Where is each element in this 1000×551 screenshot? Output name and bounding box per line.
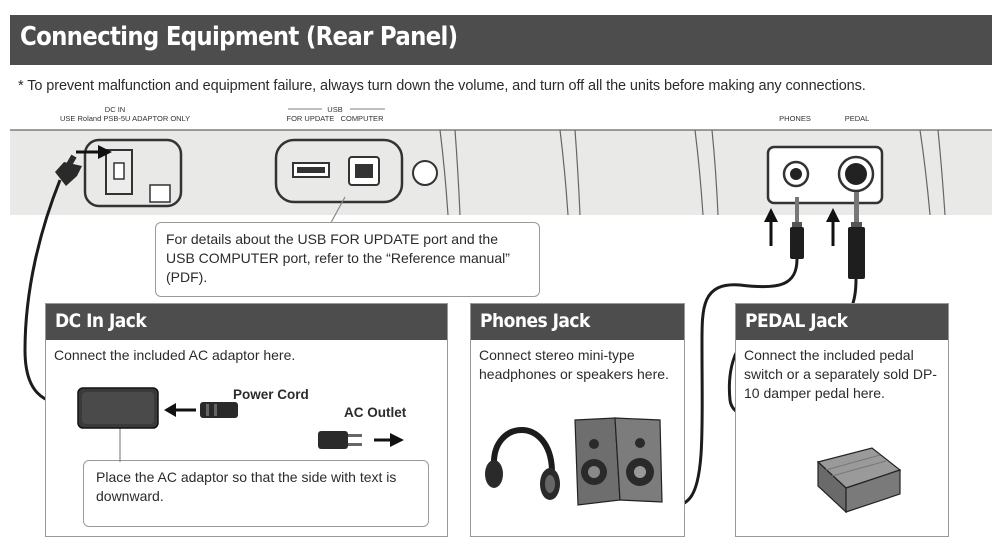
pedal-box-header: PEDAL Jack xyxy=(736,304,948,340)
safety-note: * To prevent malfunction and equipment f… xyxy=(18,78,866,94)
panel-knob xyxy=(412,160,438,186)
dcin-sublabel: USE Roland PSB-5U ADAPTOR ONLY xyxy=(60,114,191,123)
dcin-label: DC IN xyxy=(104,105,126,114)
arrow-up-icon xyxy=(764,208,840,246)
usb-computer-label: COMPUTER xyxy=(340,114,384,123)
power-cord-label: Power Cord xyxy=(233,387,309,402)
ac-outlet-label: AC Outlet xyxy=(344,405,407,420)
usb-callout: For details about the USB FOR UPDATE por… xyxy=(155,222,540,297)
phone-plug-icon xyxy=(790,192,865,279)
phones-box-title: Phones Jack xyxy=(480,310,590,332)
dc-in-box-body: Connect the included AC adaptor here. xyxy=(54,347,296,363)
phones-label: PHONES xyxy=(779,114,811,123)
usb-update-label: FOR UPDATE xyxy=(286,114,335,123)
page-title: Connecting Equipment (Rear Panel) xyxy=(20,22,458,52)
pedal-box-body: Connect the included pedal switch or a s… xyxy=(744,347,937,401)
dc-plug-icon xyxy=(55,154,82,186)
phones-box: Phones Jack Connect stereo mini-type hea… xyxy=(470,303,685,537)
dcin-label-group: DC IN USE Roland PSB-5U ADAPTOR ONLY xyxy=(60,105,191,123)
usb-label: USB xyxy=(327,105,343,114)
usb-frame xyxy=(274,138,404,204)
adaptor-note-callout: Place the AC adaptor so that the side wi… xyxy=(83,460,429,527)
usb-label-group: USB FOR UPDATE COMPUTER xyxy=(280,105,390,123)
phones-box-header: Phones Jack xyxy=(471,304,684,340)
page-header: Connecting Equipment (Rear Panel) xyxy=(10,15,992,65)
arrow-right-icon xyxy=(76,145,112,159)
dcin-frame xyxy=(83,138,183,208)
dc-in-box-title: DC In Jack xyxy=(55,310,147,332)
dc-in-box-header: DC In Jack xyxy=(46,304,447,340)
phones-box-body: Connect stereo mini-type headphones or s… xyxy=(479,347,669,382)
panel-seams xyxy=(10,129,992,216)
pedal-box-title: PEDAL Jack xyxy=(745,310,848,332)
pedal-label: PEDAL xyxy=(844,114,870,123)
pedal-box: PEDAL Jack Connect the included pedal sw… xyxy=(735,303,949,537)
